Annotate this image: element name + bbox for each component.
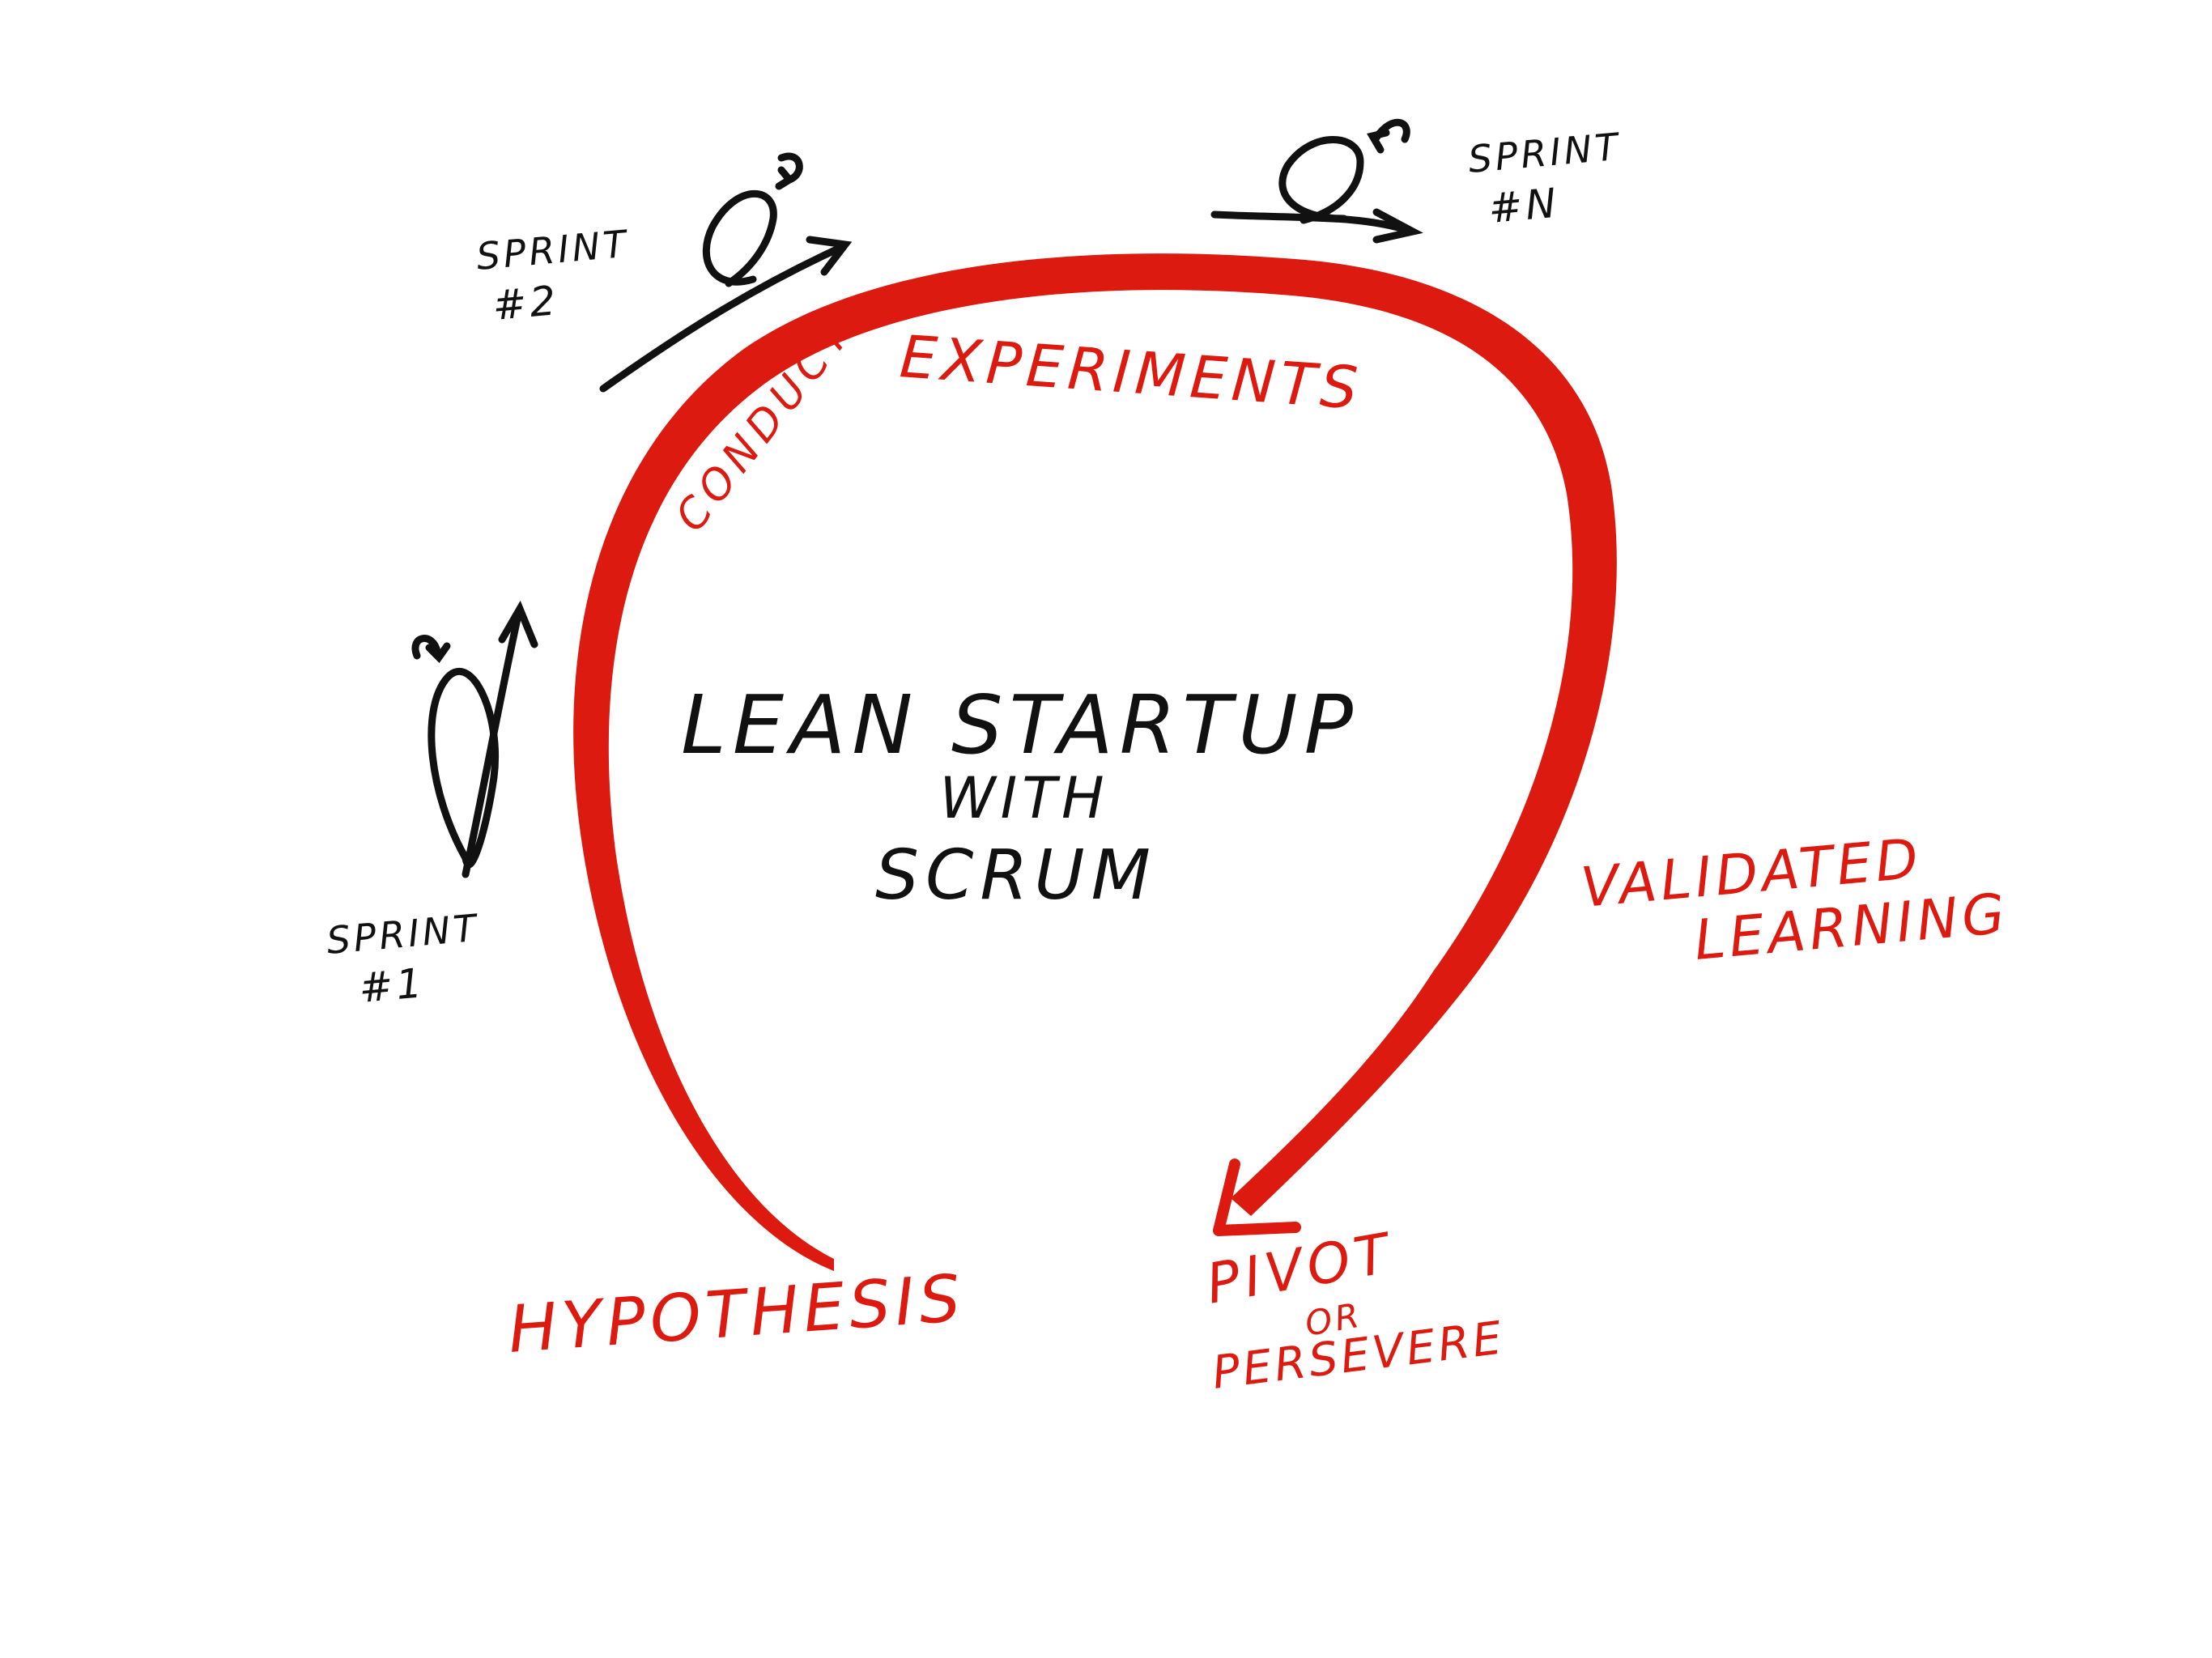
- sprint-2-cycle-icon: [599, 152, 853, 393]
- loop-arrow-icon: [573, 253, 1617, 1272]
- loop-body: [573, 253, 1617, 1272]
- sprint-1-number: #1: [357, 959, 427, 1012]
- sprint-1-cycle-icon: [411, 600, 538, 878]
- sprint-n-number: #n: [1487, 180, 1561, 232]
- loop-arrowhead: [1213, 1158, 1301, 1236]
- sprint-1-label: SPRINT: [325, 906, 481, 963]
- sprint-2-number: #2: [491, 277, 560, 329]
- center-title-line1: LEAN STARTUP: [681, 678, 1359, 772]
- stage-experiments: EXPERIMENTS: [898, 322, 1365, 423]
- stage-hypothesis: HYPOTHESIS: [506, 1261, 968, 1367]
- center-title-line3: SCRUM: [875, 835, 1157, 916]
- center-title-line2: WITH: [939, 765, 1108, 831]
- sprint-2-label: SPRINT: [474, 222, 631, 278]
- sprint-n-label: SPRINT: [1466, 125, 1623, 181]
- sprint-n-cycle-icon: [1210, 118, 1423, 244]
- stage-or: OR: [1302, 1295, 1365, 1343]
